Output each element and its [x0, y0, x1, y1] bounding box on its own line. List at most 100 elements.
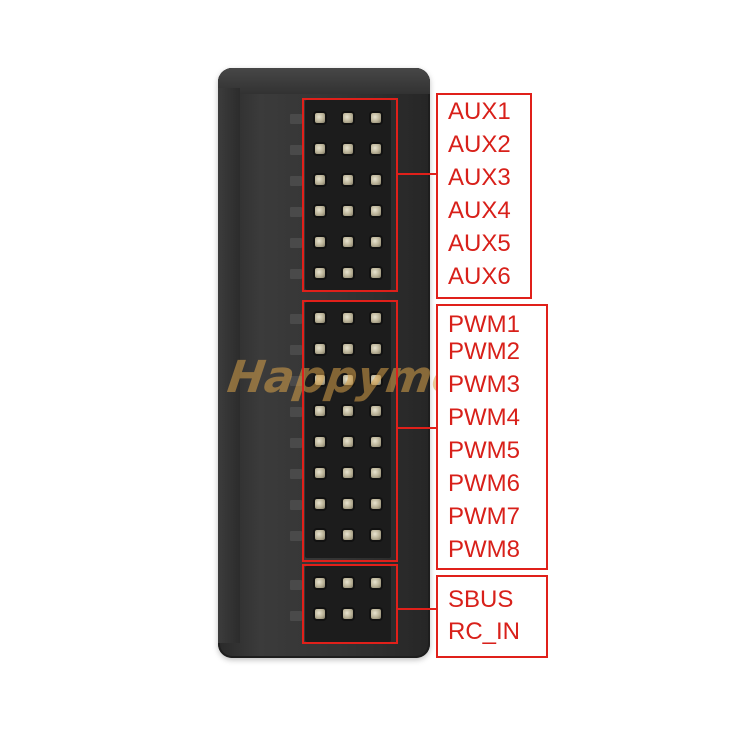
pin-row — [305, 490, 391, 518]
header-notch — [290, 269, 302, 279]
aux-label-box: AUX1 AUX2 AUX3 AUX4 AUX5 AUX6 — [436, 93, 532, 299]
pin — [343, 144, 353, 154]
header-notch — [290, 114, 302, 124]
pin-row — [305, 521, 391, 549]
pin — [343, 578, 353, 588]
pwm-highlight-box — [302, 300, 398, 562]
header-notch — [290, 531, 302, 541]
pin-row — [305, 335, 391, 363]
device-side-lip — [218, 88, 240, 643]
pin — [343, 468, 353, 478]
pin — [315, 206, 325, 216]
pin-row — [305, 397, 391, 425]
pin — [371, 206, 381, 216]
header-notch — [290, 376, 302, 386]
pin — [371, 175, 381, 185]
aux6-label: AUX6 — [448, 263, 511, 290]
pin — [343, 313, 353, 323]
pwm5-label: PWM5 — [448, 437, 520, 464]
sbus-label: SBUS — [448, 586, 514, 613]
pin-row — [305, 600, 391, 628]
pin — [315, 113, 325, 123]
header-notch — [290, 438, 302, 448]
pwm4-label: PWM4 — [448, 404, 520, 431]
aux3-label: AUX3 — [448, 164, 511, 191]
header-notch — [290, 238, 302, 248]
pin — [343, 206, 353, 216]
pin — [315, 609, 325, 619]
pin-row — [305, 166, 391, 194]
pin — [371, 144, 381, 154]
pwm2-label: PWM2 — [448, 338, 520, 365]
pin — [343, 406, 353, 416]
sbus-label-box: SBUS RC_IN — [436, 575, 548, 658]
pin-row — [305, 304, 391, 332]
pin — [371, 437, 381, 447]
pin-row — [305, 259, 391, 287]
pin — [315, 530, 325, 540]
pin-row — [305, 459, 391, 487]
sbus-highlight-box — [302, 564, 398, 644]
pwm-label-box: PWM1 PWM2 PWM3 PWM4 PWM5 PWM6 PWM7 PWM8 — [436, 304, 548, 570]
pin — [371, 375, 381, 385]
pwm7-label: PWM7 — [448, 503, 520, 530]
pin — [371, 113, 381, 123]
pin — [371, 499, 381, 509]
pin — [371, 237, 381, 247]
pwm-connector — [398, 427, 436, 429]
aux-highlight-box — [302, 98, 398, 292]
pin-row — [305, 104, 391, 132]
pwm1-label: PWM1 — [448, 311, 520, 338]
aux4-label: AUX4 — [448, 197, 511, 224]
pin — [343, 175, 353, 185]
pin-row — [305, 135, 391, 163]
header-notch — [290, 407, 302, 417]
header-notch — [290, 145, 302, 155]
header-notch — [290, 611, 302, 621]
pin — [343, 375, 353, 385]
header-notch — [290, 580, 302, 590]
pin — [315, 468, 325, 478]
pin — [343, 113, 353, 123]
pin — [315, 175, 325, 185]
pin — [343, 268, 353, 278]
pin — [315, 144, 325, 154]
aux2-label: AUX2 — [448, 131, 511, 158]
pin — [315, 437, 325, 447]
pin — [371, 609, 381, 619]
pin — [343, 530, 353, 540]
pin — [343, 237, 353, 247]
pin — [371, 468, 381, 478]
pin — [371, 344, 381, 354]
pin — [371, 313, 381, 323]
pwm3-label: PWM3 — [448, 371, 520, 398]
pin — [343, 437, 353, 447]
pwm8-label: PWM8 — [448, 536, 520, 563]
pin — [315, 578, 325, 588]
pin — [315, 268, 325, 278]
pin — [371, 578, 381, 588]
header-notch — [290, 314, 302, 324]
pin-row — [305, 366, 391, 394]
pin — [315, 406, 325, 416]
sbus-header-block — [305, 566, 391, 642]
pin — [371, 406, 381, 416]
pin — [343, 344, 353, 354]
pin — [315, 313, 325, 323]
pin — [315, 375, 325, 385]
pwm-header-block — [305, 302, 391, 558]
header-notch — [290, 207, 302, 217]
rc-in-label: RC_IN — [448, 618, 521, 645]
header-notch — [290, 176, 302, 186]
header-notch — [290, 345, 302, 355]
sbus-connector — [398, 608, 436, 610]
pin — [315, 499, 325, 509]
pin — [343, 609, 353, 619]
pin — [371, 268, 381, 278]
device-top-lip — [218, 68, 430, 94]
aux5-label: AUX5 — [448, 230, 511, 257]
pin-row — [305, 569, 391, 597]
aux1-label: AUX1 — [448, 98, 511, 125]
pwm6-label: PWM6 — [448, 470, 520, 497]
pin — [343, 499, 353, 509]
